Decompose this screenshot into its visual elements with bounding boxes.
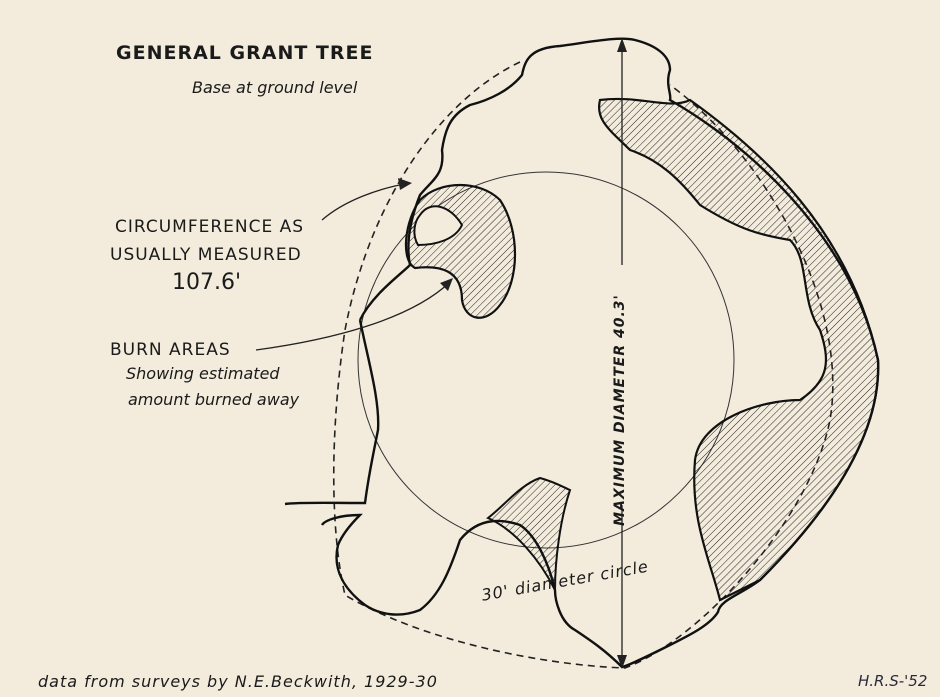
- tree-outline: [284, 37, 880, 669]
- circumference-label-line1: CIRCUMFERENCE AS: [115, 217, 305, 237]
- circumference-leader: [321, 182, 411, 221]
- diagram-title: GENERAL GRANT TREE: [116, 42, 374, 64]
- burn-leader: [255, 281, 451, 351]
- arrowhead-burn: [440, 278, 453, 291]
- burn-area-right: [597, 97, 880, 602]
- arrowhead-circ: [398, 178, 412, 190]
- max-diameter-label: MAXIMUM DIAMETER 40.3': [612, 294, 628, 526]
- circumference-label-line2: USUALLY MEASURED: [110, 245, 302, 265]
- circumference-value: 107.6': [172, 270, 242, 295]
- arrowhead-bottom: [617, 655, 627, 669]
- burn-areas-label: BURN AREAS: [110, 340, 231, 360]
- circumference-dashed-line: [332, 61, 834, 669]
- signature: H.R.S-'52: [858, 672, 928, 690]
- burn-areas-desc-line2: amount burned away: [128, 390, 300, 409]
- burn-areas-desc-line1: Showing estimated: [126, 364, 280, 383]
- burn-area-left: [404, 183, 516, 319]
- diagram-subtitle: Base at ground level: [192, 78, 358, 97]
- arrowhead-top: [617, 38, 627, 52]
- burn-area-left-hole: [413, 205, 464, 247]
- source-note: data from surveys by N.E.Beckwith, 1929-…: [38, 672, 438, 691]
